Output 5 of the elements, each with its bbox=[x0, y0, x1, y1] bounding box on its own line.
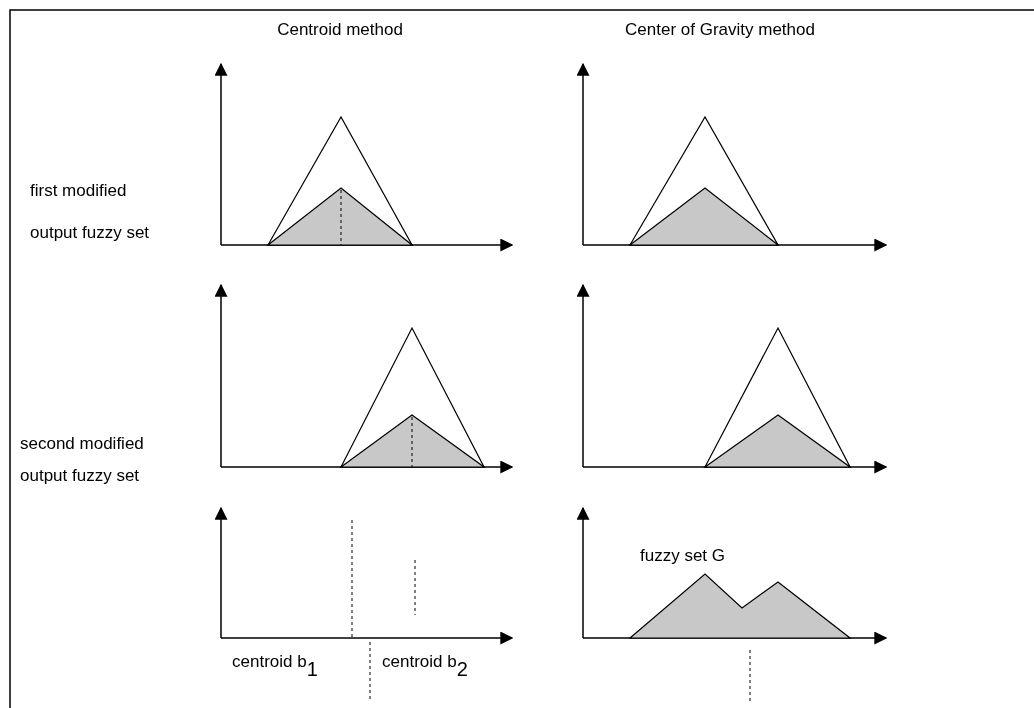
column-heading: Centroid method bbox=[276, 20, 404, 40]
column-heading: Center of Gravity method bbox=[624, 20, 816, 40]
row-label: first modified output fuzzy set bbox=[30, 180, 151, 244]
row-label: second modified output fuzzy set bbox=[20, 433, 145, 487]
plot-label: fuzzy set G bbox=[640, 546, 727, 566]
